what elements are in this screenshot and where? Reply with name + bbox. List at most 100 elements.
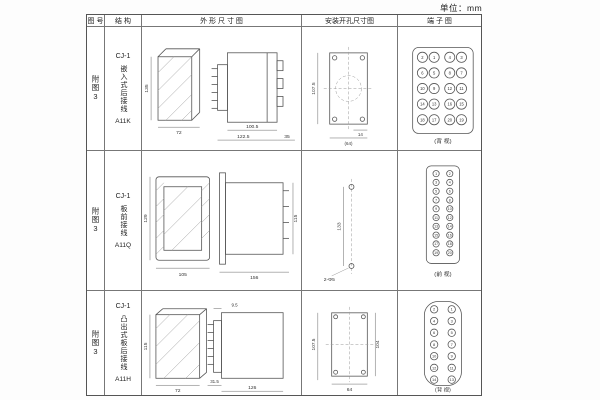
svg-text:3: 3	[460, 55, 463, 60]
type-code: A11H	[115, 376, 131, 383]
side-view	[219, 172, 290, 265]
svg-text:7: 7	[435, 198, 437, 202]
svg-text:14: 14	[447, 225, 451, 229]
dim-depth1: 31.5	[210, 379, 219, 384]
svg-text:11: 11	[459, 86, 464, 91]
dimension-lines	[150, 56, 295, 141]
dim-depth3: 126	[248, 385, 257, 391]
dim-hole-height2: 104	[375, 340, 381, 348]
front-view	[157, 48, 201, 121]
view-label: (背 视)	[435, 385, 451, 393]
svg-text:5: 5	[435, 189, 437, 193]
svg-text:17: 17	[434, 242, 438, 246]
svg-text:11: 11	[434, 216, 438, 220]
svg-text:13: 13	[449, 376, 453, 381]
side-view	[211, 52, 284, 123]
structure-cell-row3: CJ-1 凸出式板后接线 A11H	[105, 291, 142, 395]
svg-text:15: 15	[434, 233, 438, 237]
type-code: A11K	[115, 117, 131, 125]
front-view	[155, 307, 207, 379]
outline-cell-row3: 115 72 31.5 9.5 126	[142, 291, 302, 395]
dimension-lines	[149, 176, 294, 273]
svg-text:1: 1	[435, 172, 437, 176]
structure-cell-row1: CJ-1 嵌入式后接线 A11K	[105, 27, 142, 151]
terminal-circles	[432, 170, 453, 257]
dim-hole-b: (64)	[345, 141, 353, 146]
dim-depth1: 100.5	[246, 124, 259, 130]
dim-depth1: 156	[250, 275, 259, 281]
dim-hole-height: 107.5	[311, 338, 317, 350]
dim-width: 72	[175, 388, 181, 394]
outline-drawing-a11h: 115 72 31.5 9.5 126	[143, 302, 284, 394]
header-mounting-dims: 安装开孔尺寸图	[302, 15, 398, 27]
fig-cell-row1: 附图3	[87, 27, 105, 151]
header-terminal-diagram: 端 子 图	[398, 15, 481, 27]
fig-number: 附图3	[91, 329, 100, 357]
dim-height: 135	[144, 84, 150, 92]
mounting-cell-row3: 107.5 104 64	[302, 291, 398, 395]
view-label: (背 视)	[434, 137, 451, 145]
model-label: CJ-1	[115, 303, 131, 310]
structure-label: 嵌入式后接线	[120, 64, 127, 113]
unit-label: 单位：mm	[440, 3, 483, 13]
svg-text:13: 13	[431, 102, 436, 107]
dim-height: 129	[143, 214, 149, 223]
mounting-drawing-a11q: 133 2-Φ5	[324, 178, 355, 283]
svg-text:1: 1	[433, 55, 436, 60]
model-label: CJ-1	[115, 52, 131, 60]
dim-depth2: 122.5	[237, 134, 250, 140]
header-figno: 图 号	[87, 15, 105, 27]
svg-text:10: 10	[447, 207, 451, 211]
svg-text:9: 9	[450, 353, 452, 358]
svg-text:2: 2	[448, 172, 450, 176]
svg-text:12: 12	[431, 365, 435, 370]
side-view	[207, 311, 284, 379]
svg-text:17: 17	[431, 117, 436, 122]
svg-text:5: 5	[433, 70, 436, 75]
svg-text:6: 6	[448, 189, 450, 193]
view-label: (前 视)	[434, 270, 451, 278]
svg-text:16: 16	[447, 102, 452, 107]
svg-text:13: 13	[434, 225, 438, 229]
dim-hole-height: 133	[337, 222, 343, 230]
svg-text:10: 10	[431, 353, 436, 358]
mounting-cell-row1: 107.5 14 (64)	[302, 27, 398, 151]
svg-text:4: 4	[433, 318, 436, 323]
fig-cell-row2: 附图3	[87, 151, 105, 291]
svg-text:8: 8	[448, 198, 450, 202]
svg-text:11: 11	[449, 365, 453, 370]
svg-text:18: 18	[447, 242, 451, 246]
svg-text:20: 20	[447, 117, 452, 122]
outline-cell-row2: 129 105 156 115	[142, 151, 302, 291]
svg-text:8: 8	[448, 70, 451, 75]
svg-text:14: 14	[420, 102, 425, 107]
dimension-lines	[149, 307, 284, 391]
terminal-circles	[416, 51, 467, 126]
dim-height: 115	[143, 342, 149, 350]
outline-drawing-a11k: 135 72 100.5 122.5 35	[144, 48, 295, 141]
svg-text:5: 5	[450, 330, 452, 335]
dim-hole-height: 107.5	[311, 82, 317, 95]
svg-text:9: 9	[435, 207, 437, 211]
svg-text:6: 6	[421, 70, 424, 75]
svg-text:8: 8	[433, 341, 435, 346]
front-view	[155, 176, 210, 261]
model-label: CJ-1	[115, 192, 131, 200]
terminal-circles	[429, 304, 456, 384]
svg-text:16: 16	[447, 233, 451, 237]
svg-text:4: 4	[448, 55, 451, 60]
dim-hole-width: 64	[347, 387, 353, 393]
outline-cell-row1: 135 72 100.5 122.5 35	[142, 27, 302, 151]
mounting-drawing-a11h: 107.5 104 64	[311, 306, 381, 393]
svg-text:1: 1	[450, 306, 452, 311]
svg-text:3: 3	[450, 318, 452, 323]
svg-text:15: 15	[459, 102, 464, 107]
hole-spec-label: 2-Φ5	[324, 277, 335, 283]
structure-label: 板前接线	[120, 204, 127, 237]
